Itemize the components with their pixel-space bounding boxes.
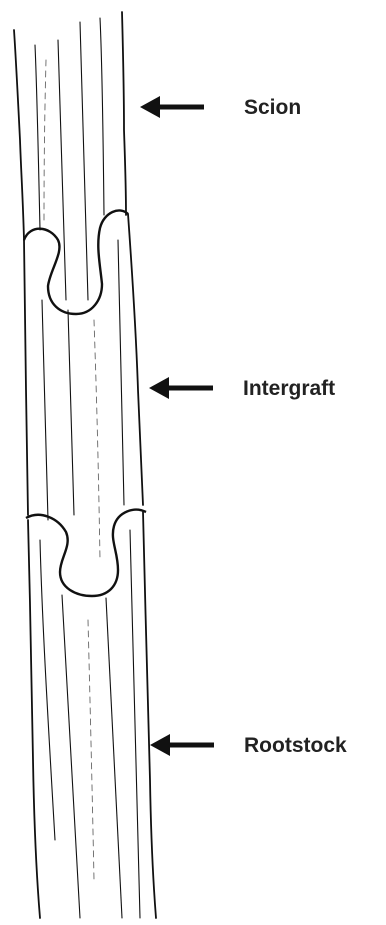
intergraft-grain-dashed	[94, 320, 100, 560]
rootstock-grain-line	[40, 540, 55, 840]
scion-label: Scion	[244, 97, 301, 118]
rootstock-arrow-head	[150, 734, 170, 756]
scion-grain-line	[58, 40, 66, 300]
rootstock-grain-line	[130, 530, 140, 918]
intergraft-grain-line	[42, 300, 48, 520]
rootstock-grain-line	[62, 595, 80, 918]
scion-arrow	[140, 96, 204, 118]
intergraft-grain-line	[118, 240, 124, 505]
rootstock-left-edge	[28, 520, 40, 918]
intergraft-grain-line	[68, 310, 74, 515]
rootstock-label: Rootstock	[244, 735, 347, 756]
intergraft-arrow-head	[149, 377, 169, 399]
scion-grain-dashed	[44, 60, 46, 220]
lower-graft-joint	[26, 510, 146, 596]
intergraft-right-edge	[128, 214, 143, 505]
rootstock-right-edge	[143, 512, 156, 918]
rootstock-grain-line	[106, 598, 122, 918]
intergraft-left-edge	[24, 240, 28, 515]
rootstock-segment	[28, 512, 156, 918]
intergraft-arrow	[149, 377, 213, 399]
scion-grain-line	[35, 45, 40, 230]
scion-segment	[14, 12, 126, 300]
scion-grain-line	[80, 22, 88, 300]
rootstock-arrow	[150, 734, 214, 756]
scion-right-edge	[122, 12, 126, 215]
scion-grain-line	[100, 18, 104, 215]
scion-arrow-head	[140, 96, 160, 118]
scion-left-edge	[14, 30, 24, 240]
intergraft-label: Intergraft	[243, 378, 335, 399]
intergraft-segment	[24, 214, 143, 560]
rootstock-grain-dashed	[88, 620, 94, 880]
